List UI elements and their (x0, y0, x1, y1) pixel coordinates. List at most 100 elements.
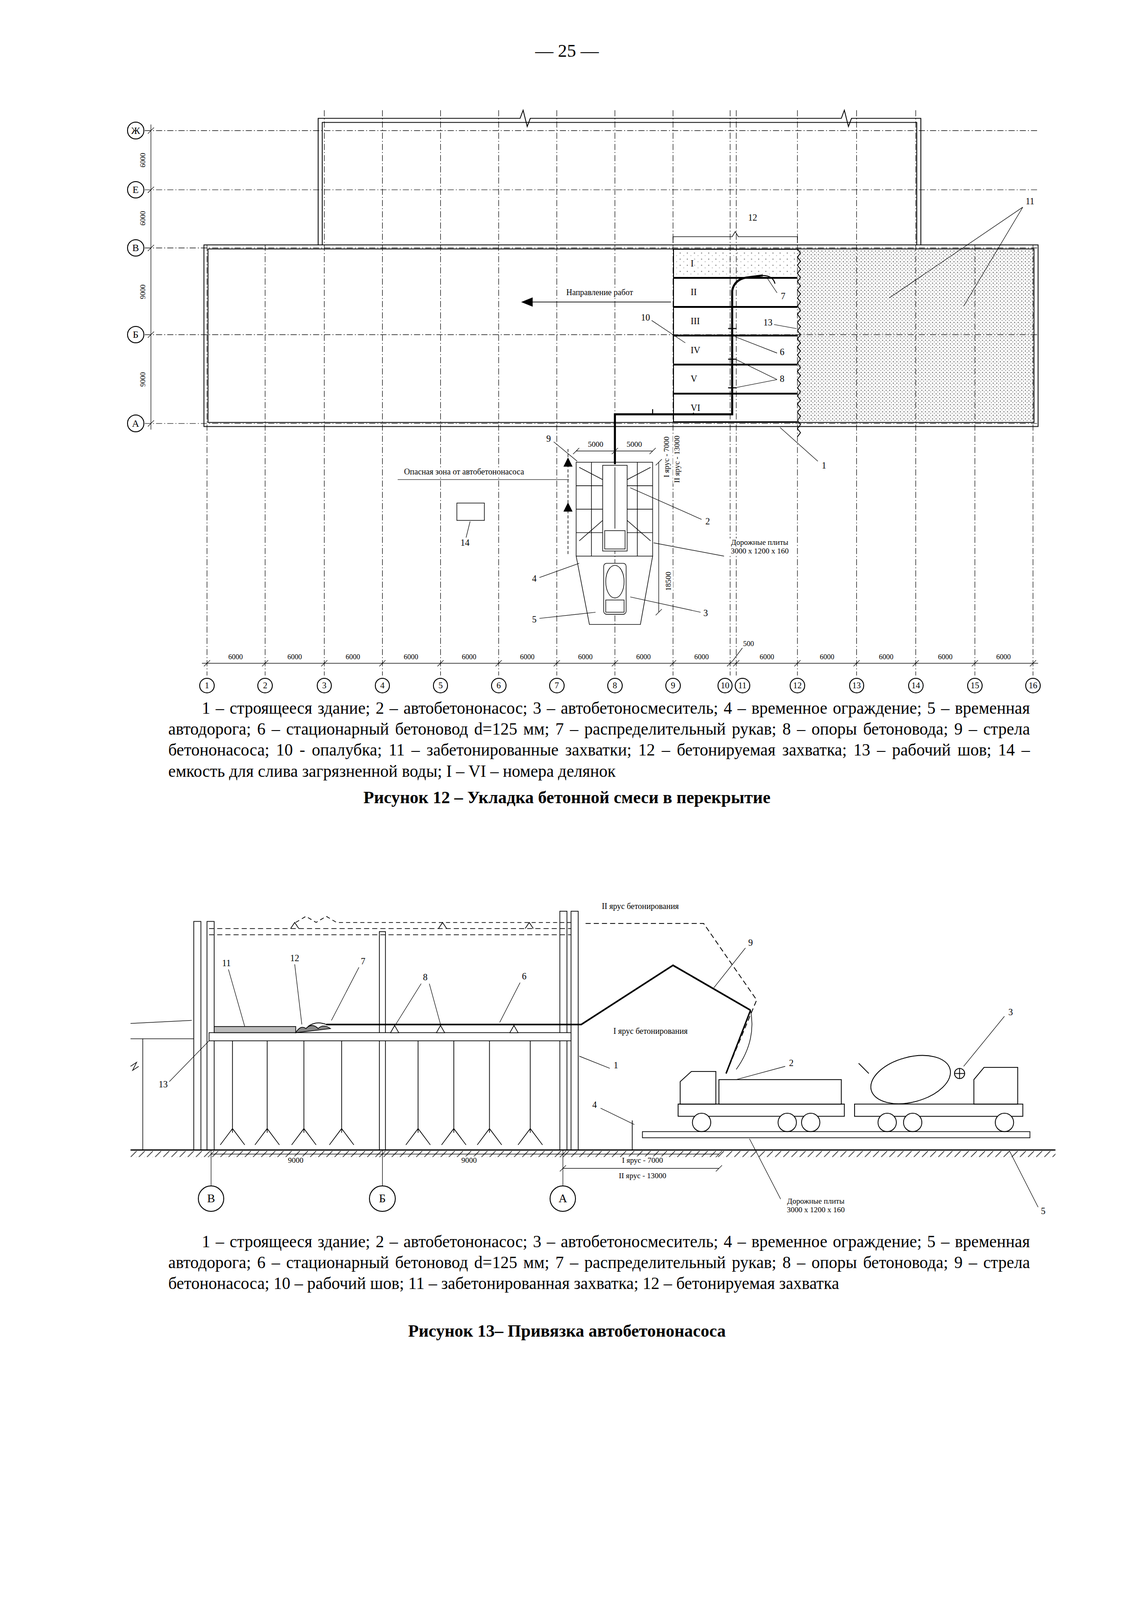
leader-lines (767, 277, 778, 293)
drawing-label: 9000 (287, 1155, 305, 1165)
pump-truck (692, 1112, 711, 1132)
mixer-truck (878, 1112, 897, 1132)
node-text: 4 (379, 680, 386, 690)
concrete-pipeline (614, 275, 763, 465)
drawing-label: 6000 (577, 652, 594, 661)
section-leaders (499, 982, 521, 1023)
building-section (220, 1040, 543, 1145)
leader-lines (735, 336, 778, 354)
drawing-label: 9 (545, 433, 552, 444)
drawing-label: 11 (221, 957, 232, 968)
direction-arrow (528, 301, 672, 303)
building-section (390, 1025, 519, 1033)
leader-lines (651, 320, 686, 343)
dimension-lines (147, 124, 1039, 666)
node-text: 5 (437, 680, 444, 690)
node-text: 15 (969, 680, 980, 690)
plot-cell: III (673, 306, 798, 336)
axis-letter-circle: А (549, 1185, 576, 1212)
figure-caption: Рисунок 12 – Укладка бетонной смеси в пе… (362, 787, 772, 807)
axis-letter-circle: В (197, 1185, 225, 1212)
pump-area-plan (457, 502, 485, 521)
mixer-truck (858, 1062, 869, 1073)
pump-area-plan (564, 502, 573, 512)
plot-cell: II (673, 277, 798, 307)
building-section (290, 922, 534, 929)
building-section (209, 928, 572, 935)
direction-arrow (521, 297, 532, 306)
leader-lines (553, 441, 578, 462)
direction-arrow (521, 297, 671, 306)
node-text: 1 (204, 680, 210, 690)
building-section (214, 1026, 296, 1033)
section-leaders (963, 1015, 1005, 1066)
leader-lines (773, 324, 797, 329)
pump-area-plan (605, 565, 625, 598)
axis-number-circle: 5 (432, 677, 449, 694)
drawing-label: 10 (639, 312, 651, 323)
building-section (209, 1032, 572, 1041)
mixer-truck (995, 1112, 1014, 1132)
axis-number-circle: 7 (549, 677, 565, 694)
drawing-label: 4 (591, 1099, 598, 1110)
pump-area-plan (564, 457, 573, 467)
dimension-lines (201, 659, 1038, 666)
node-text: 11 (737, 680, 748, 690)
drawing-label: 6000 (286, 652, 303, 661)
pump-truck (777, 1112, 797, 1132)
drawing-label: 2 (704, 516, 711, 527)
section-leaders (713, 947, 746, 988)
axis-lines (144, 110, 1038, 676)
node-text: III (690, 316, 701, 326)
pump-truck (801, 1112, 820, 1132)
building-outline (322, 122, 917, 246)
pump-area-plan (575, 462, 653, 556)
building-section (570, 910, 579, 1150)
dimension-text: I ярус - 7000 (662, 435, 672, 478)
road-plates (632, 1120, 1030, 1150)
node-text: В (206, 1191, 216, 1205)
drawing-label: Направление работ (565, 288, 635, 298)
building-section (193, 910, 579, 1150)
drawing-label: 4 (531, 573, 538, 584)
pump-boom (570, 964, 751, 1024)
axis-letter-circle: Е (127, 181, 145, 199)
node-text: V (690, 373, 698, 384)
section-leaders (331, 967, 359, 1021)
leader-lines (735, 358, 778, 388)
pump-truck (718, 1079, 842, 1104)
dimension-text: II ярус - 13000 (673, 434, 682, 484)
leader-lines (397, 479, 569, 480)
mixer-truck (854, 1103, 1023, 1117)
building-section (193, 920, 202, 1150)
legend-paragraph: 1 – строящееся здание; 2 – автобетононас… (168, 1230, 1031, 1294)
concreted-zones (673, 250, 797, 278)
drawing-label: 7 (359, 955, 367, 966)
node-text: 7 (554, 680, 560, 690)
plot-cell: I (673, 248, 798, 278)
drawing-label: 8 (778, 373, 786, 384)
drawing-label: 1 (820, 460, 827, 471)
node-text: 13 (851, 680, 862, 690)
drawing-label: 6000 (635, 652, 652, 661)
drawing-label: 6000 (461, 652, 478, 661)
drawing-label: 9 (747, 937, 754, 948)
leader-lines (539, 563, 580, 578)
node-text: Б (378, 1191, 387, 1205)
drawing-label: 3 (1007, 1006, 1014, 1017)
leader-lines (732, 647, 743, 660)
drawing-label: 6 (521, 970, 528, 981)
drawing-label: Дорожные плиты 3000 x 1200 x 160 (724, 538, 795, 556)
dimension-text: 6000 (138, 210, 148, 227)
drawing-label: I ярус - 7000 (621, 1155, 664, 1165)
axis-letter-circle: А (127, 414, 145, 432)
axis-number-circle: 16 (1025, 677, 1041, 694)
section-leaders (600, 1107, 635, 1125)
section-dimensions (560, 1165, 723, 1171)
building-outline (318, 110, 921, 246)
axis-number-circle: 10 (717, 677, 733, 694)
building-outline (203, 244, 1038, 427)
node-text: А (558, 1191, 568, 1205)
pump-area-plan (614, 467, 615, 529)
node-text: Б (132, 329, 139, 340)
